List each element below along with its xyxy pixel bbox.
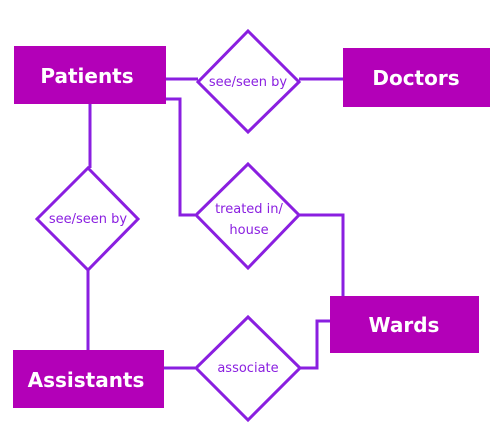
- relationship-diamond: [195, 28, 302, 135]
- line-treated-rel-wards: [296, 213, 345, 296]
- entity-label: Patients: [40, 64, 133, 88]
- relationship-patients-wards: treated in/ house: [193, 161, 302, 271]
- relationship-diamond: [193, 161, 302, 271]
- line-patients-treated-rel: [166, 97, 195, 217]
- entity-label: Assistants: [28, 368, 145, 392]
- entity-patients: Patients: [14, 46, 166, 104]
- entity-wards: Wards: [330, 296, 479, 353]
- relationship-label-line1: treated in/: [215, 202, 283, 217]
- connector-lines: [86, 77, 345, 370]
- relationship-patients-doctors: see/seen by: [195, 28, 302, 135]
- entity-label: Doctors: [372, 66, 459, 90]
- relationship-patients-assistants: see/seen by: [34, 165, 141, 273]
- relationship-assistants-wards: associate: [193, 314, 303, 423]
- entity-doctors: Doctors: [343, 48, 490, 107]
- entity-box: [330, 296, 479, 353]
- relationship-diamond: [193, 314, 303, 423]
- relationship-label: see/seen by: [209, 75, 288, 90]
- entity-box: [343, 48, 490, 107]
- relationship-label: see/seen by: [49, 212, 128, 227]
- entity-box: [13, 350, 164, 408]
- entity-label: Wards: [369, 313, 440, 337]
- relationship-label: associate: [217, 361, 278, 376]
- relationship-diamond: [34, 165, 141, 273]
- entity-box: [14, 46, 166, 104]
- entity-assistants: Assistants: [13, 350, 164, 408]
- relationship-label-line2: house: [229, 223, 268, 238]
- line-associate-rel-wards: [300, 319, 330, 370]
